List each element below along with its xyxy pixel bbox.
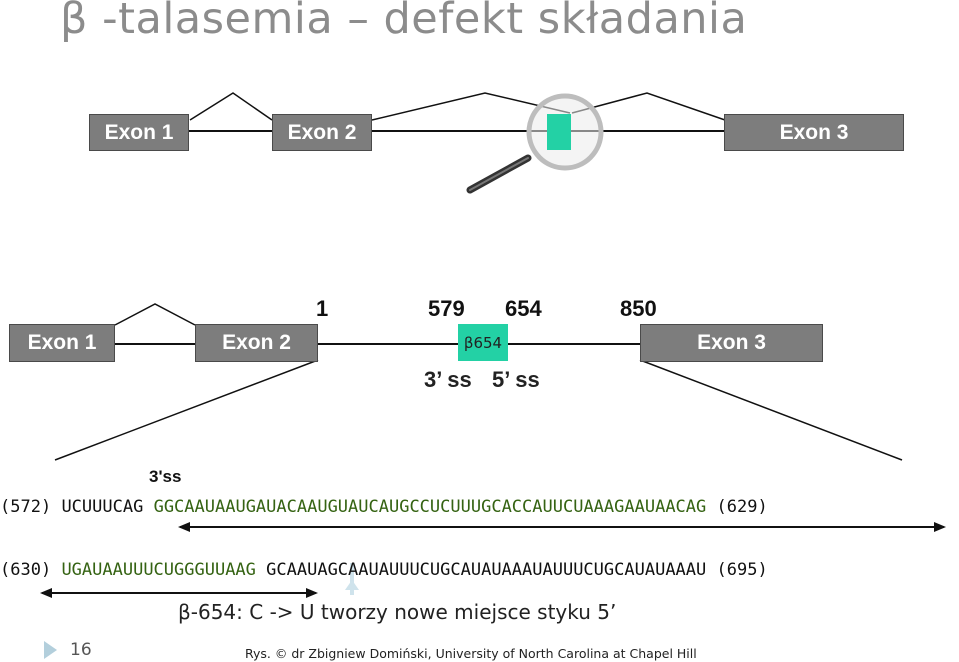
position-850: 850: [620, 296, 657, 321]
detail-exon-1: Exon 1: [9, 324, 115, 362]
beta654-highlight: β654: [458, 324, 508, 361]
label-5ss: 5’ ss: [492, 367, 540, 392]
line2-start: (630): [0, 560, 52, 580]
detail-exon-3: Exon 3: [640, 324, 823, 362]
top-beta654-marker: [547, 114, 571, 150]
line1-prefix: UCUUUCAG: [61, 497, 144, 517]
line1-main: GGCAAUAAUGAUACAAUGUAUCAUGCCUCUUUGCACCAUU…: [153, 497, 707, 517]
position-579: 579: [428, 296, 465, 321]
detail-splice-arc: [114, 303, 196, 326]
figure-caption: Rys. © dr Zbigniew Domiński, University …: [245, 646, 697, 661]
position-654: 654: [505, 296, 542, 321]
detail-exon-2: Exon 2: [195, 324, 318, 362]
mutation-note: β-654: C -> U tworzy nowe miejsce styku …: [178, 600, 617, 624]
top-exon-3: Exon 3: [724, 114, 904, 151]
zoom-line-right: [639, 359, 903, 461]
sequence-line-2: (630) UGAUAAUUUCUGGGUUAAG GCAAUAGCAAUAUU…: [0, 560, 768, 580]
slide-marker-icon: [44, 641, 57, 659]
position-1: 1: [316, 296, 329, 321]
label-3ss: 3’ ss: [424, 367, 472, 392]
top-splice-arc-3: [571, 92, 726, 121]
sequence-3ss-label: 3'ss: [149, 467, 182, 486]
line2-main: GCAAUAGCAAUAUUUCUGCAUAUAAAUAUUUCUGCAUAUA…: [266, 560, 707, 580]
top-splice-arc-1: [189, 92, 273, 121]
line2-end: (695): [716, 560, 768, 580]
top-exon-2: Exon 2: [272, 114, 372, 151]
line1-end: (629): [716, 497, 768, 517]
top-exon-1: Exon 1: [89, 114, 189, 151]
line2-prefix: UGAUAAUUUCUGGGUUAAG: [61, 560, 256, 580]
sequence-line-1: (572) UCUUUCAG GGCAAUAAUGAUACAAUGUAUCAUG…: [0, 497, 768, 517]
slide-title: β -talasemia – defekt składania: [60, 0, 748, 44]
zoom-line-left: [54, 359, 319, 461]
magnifier-icon: [466, 93, 604, 194]
line1-start: (572): [0, 497, 52, 517]
slide-number: 16: [70, 640, 92, 660]
